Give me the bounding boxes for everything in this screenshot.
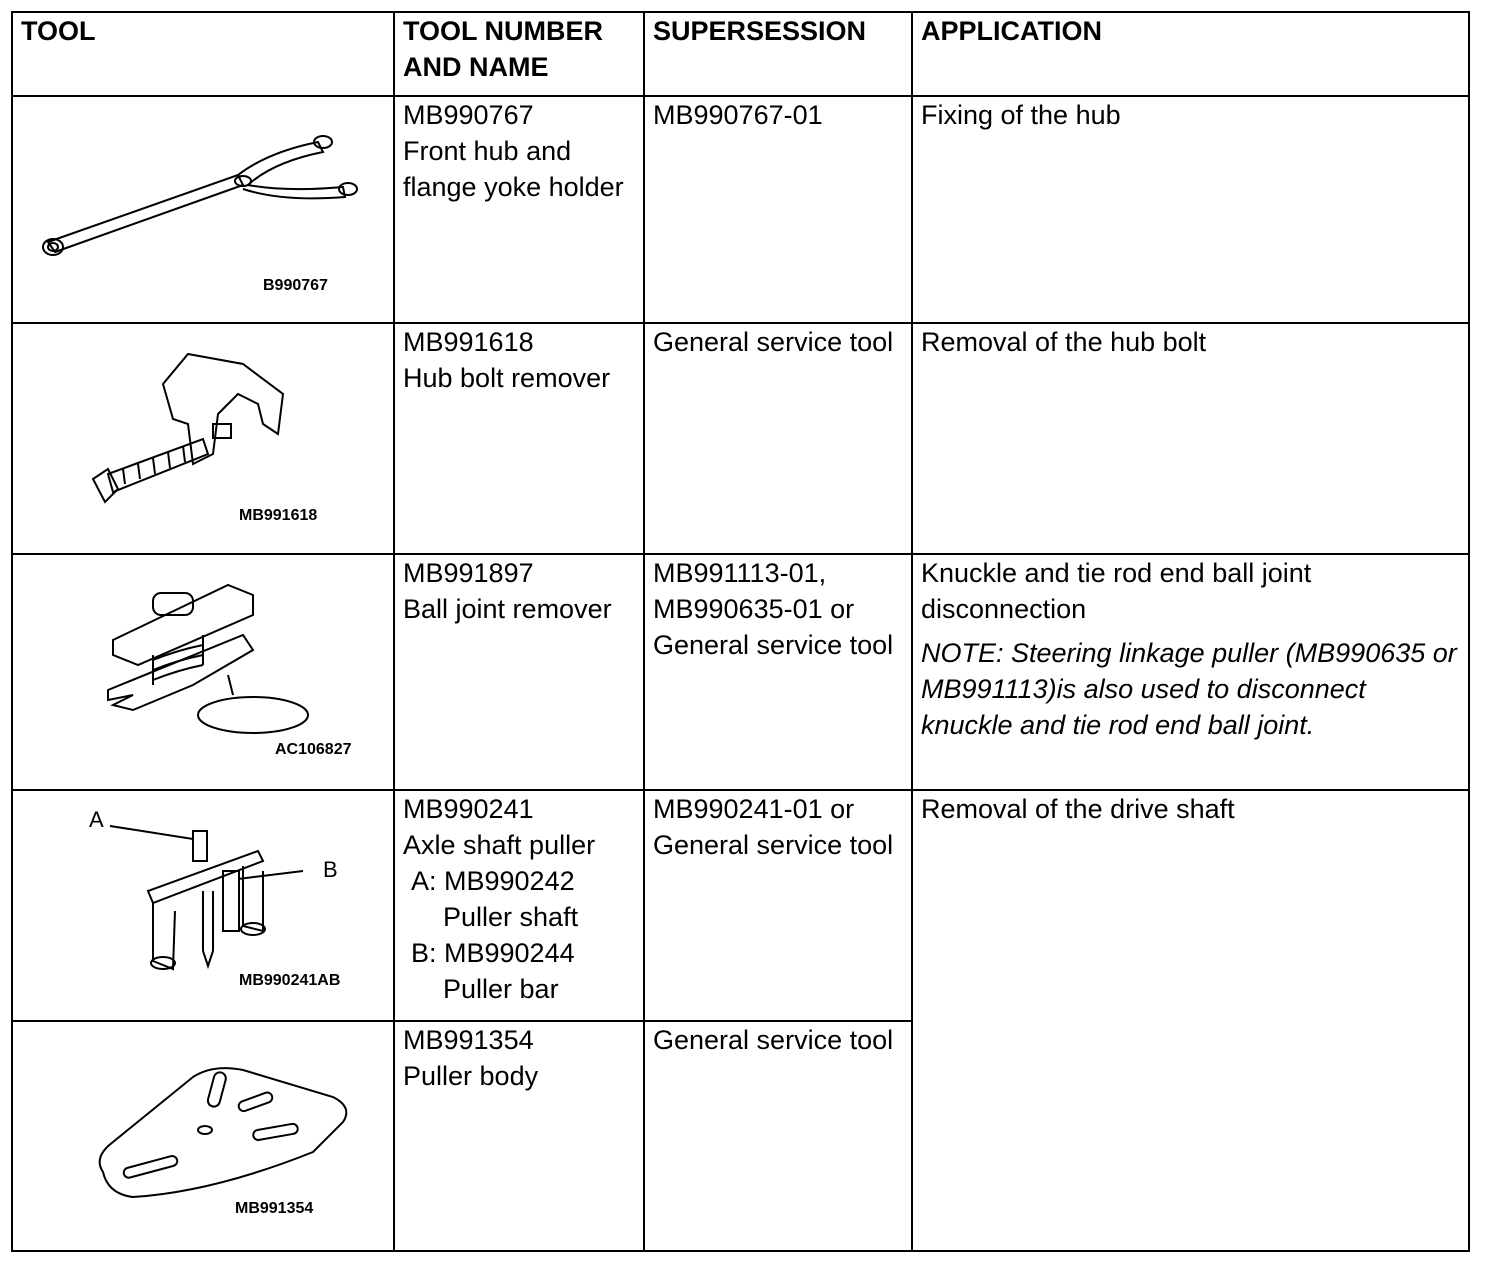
puller-body-illustration	[98, 1067, 348, 1199]
header-tool: TOOL	[11, 11, 395, 97]
supersession-cell: MB990241-01 or General service tool	[643, 789, 913, 1022]
part-a-name: Puller shaft	[443, 902, 579, 932]
header-supersession: SUPERSESSION	[643, 11, 913, 97]
tool-number: MB991354	[403, 1025, 534, 1055]
supersession-cell: MB990767-01	[643, 95, 913, 324]
tool-caption: MB990241AB	[239, 972, 341, 989]
tool-caption: MB991354	[235, 1200, 314, 1217]
header-tool-number: TOOL NUMBER AND NAME	[393, 11, 645, 97]
application-note: NOTE: Steering linkage puller (MB990635 …	[921, 638, 1457, 740]
tool-illustration-cell: AC106827	[11, 553, 395, 791]
tool-caption: AC106827	[275, 741, 352, 758]
hub-holder-illustration	[42, 135, 358, 256]
tool-name: Hub bolt remover	[403, 363, 611, 393]
header-application: APPLICATION	[911, 11, 1470, 97]
tool-name: Ball joint remover	[403, 594, 612, 624]
supersession-cell: General service tool	[643, 1020, 913, 1252]
application-cell: Knuckle and tie rod end ball joint disco…	[911, 553, 1470, 791]
ball-joint-remover-illustration	[107, 583, 309, 734]
callout-label-a: A	[89, 807, 104, 832]
tool-number: MB991618	[403, 327, 534, 357]
part-a-number: A: MB990242	[411, 866, 575, 896]
tool-caption: B990767	[263, 277, 328, 294]
application-cell: Removal of the hub bolt	[911, 322, 1470, 555]
tool-illustration-cell: MB991618	[11, 322, 395, 555]
application-cell: Fixing of the hub	[911, 95, 1470, 324]
tool-name: Axle shaft puller	[403, 830, 596, 860]
supersession-cell: MB991113-01, MB990635-01 or General serv…	[643, 553, 913, 791]
tool-number: MB990241	[403, 794, 534, 824]
tool-illustration-cell: B990767	[11, 95, 395, 324]
tool-caption: MB991618	[239, 507, 318, 524]
tool-number: MB990767	[403, 100, 534, 130]
part-b-name: Puller bar	[443, 974, 559, 1004]
header-line: TOOL NUMBER	[403, 16, 604, 46]
callout-label-b: B	[323, 857, 338, 882]
hub-bolt-remover-illustration	[91, 352, 285, 504]
tool-illustration-cell: MB991354	[11, 1020, 395, 1252]
tool-name: Puller body	[403, 1061, 539, 1091]
tool-name: Front hub and flange yoke holder	[403, 136, 624, 202]
application-cell: Removal of the drive shaft	[911, 789, 1470, 1252]
axle-shaft-puller-illustration	[109, 825, 304, 971]
header-line: AND NAME	[403, 52, 549, 82]
tool-number: MB991897	[403, 558, 534, 588]
part-b-number: B: MB990244	[411, 938, 575, 968]
tool-illustration-cell: A B MB990241AB	[11, 789, 395, 1022]
application-text: Knuckle and tie rod end ball joint disco…	[921, 558, 1312, 624]
header-row: TOOL TOOL NUMBER AND NAME SUPERSESSION AP…	[11, 11, 1470, 97]
supersession-cell: General service tool	[643, 322, 913, 555]
